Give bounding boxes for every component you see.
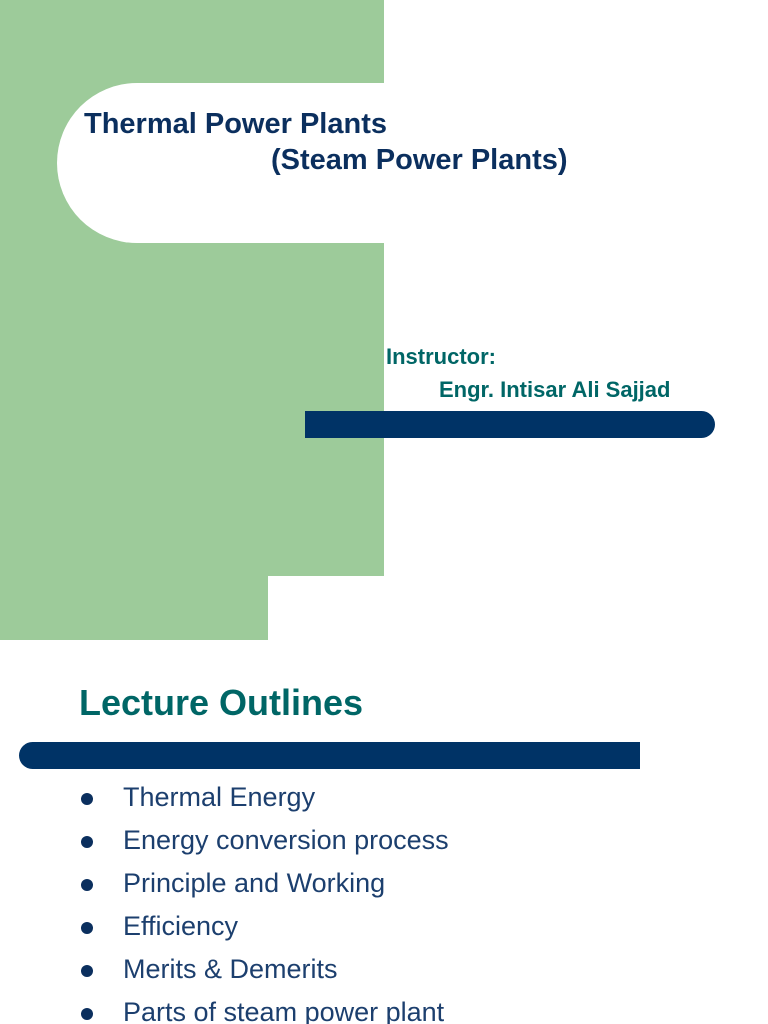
outline-item-text: Thermal Energy	[123, 782, 316, 812]
instructor-name: Engr. Intisar Ali Sajjad	[439, 377, 671, 402]
slide-1: Thermal Power Plants (Steam Power Plants…	[0, 0, 768, 576]
slide-1-divider-bar	[305, 411, 715, 438]
content-box	[64, 640, 768, 1024]
instructor-label: Instructor:	[386, 344, 496, 369]
outline-item-text: Energy conversion process	[123, 825, 449, 855]
bullet-dot-icon	[81, 793, 93, 805]
bullet-dot-icon	[81, 1008, 93, 1020]
bullet-dot-icon	[81, 965, 93, 977]
lecture-outlines-title: Lecture Outlines	[79, 682, 364, 723]
slide-title-line-2: (Steam Power Plants)	[271, 144, 568, 176]
bullet-dot-icon	[81, 836, 93, 848]
outline-item-text: Efficiency	[123, 911, 239, 941]
slide-2-green-strip	[0, 576, 268, 640]
outline-item-text: Principle and Working	[123, 868, 386, 898]
bullet-dot-icon	[81, 922, 93, 934]
outline-item-text: Merits & Demerits	[123, 954, 338, 984]
title-box	[57, 83, 768, 243]
slide-title-line-1: Thermal Power Plants	[84, 108, 387, 140]
bullet-dot-icon	[81, 879, 93, 891]
slide-2-divider-bar	[19, 742, 640, 769]
outline-item-text: Parts of steam power plant	[123, 997, 445, 1024]
